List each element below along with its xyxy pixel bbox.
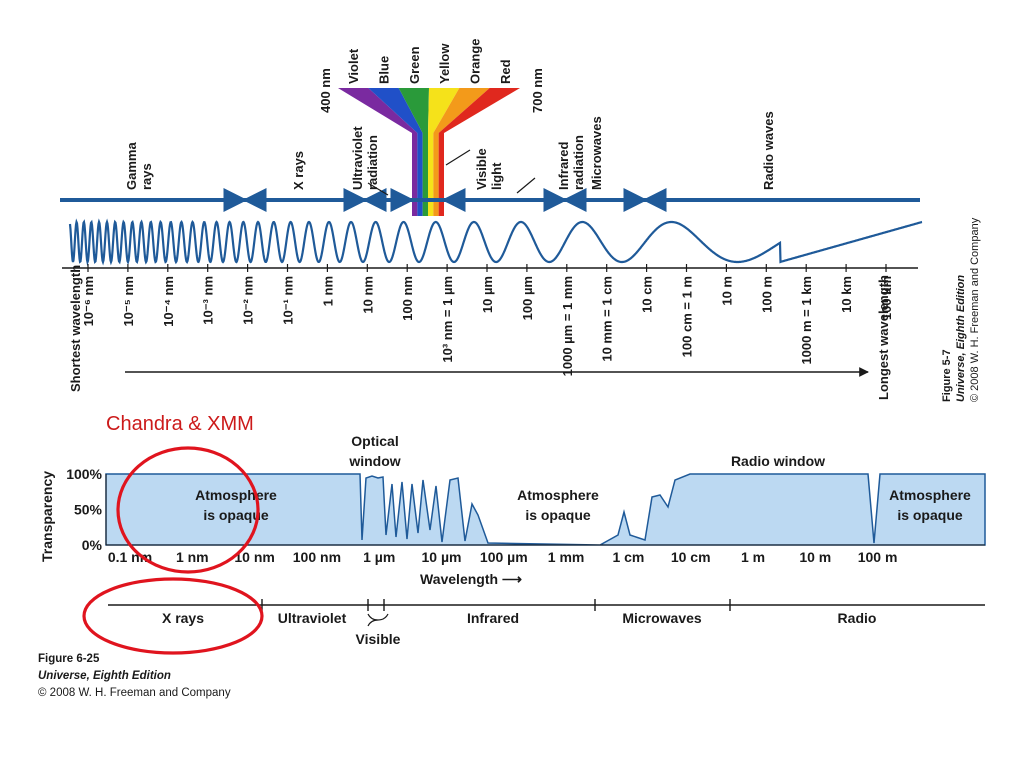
transparency-area <box>105 473 986 546</box>
axis-tick-label-5: 10⁻¹ nm <box>281 276 296 325</box>
axis-tick-label-1: 10⁻⁵ nm <box>121 276 136 327</box>
color-label-blue: Blue <box>377 56 392 84</box>
caption-copyright: © 2008 W. H. Freeman and Company <box>38 687 231 699</box>
xtick-label-10: 1 m <box>741 549 765 565</box>
band-label-4: Infraredradiation <box>556 135 586 190</box>
chandra-xmm-annotation: Chandra & XMM <box>106 413 254 435</box>
xtick-label-2: 10 nm <box>234 549 274 565</box>
band-label-5: Microwaves <box>589 116 604 190</box>
region-label-visible: Visible <box>356 631 401 647</box>
axis-tick-label-14: 10 cm <box>640 276 655 313</box>
axis-tick-label-7: 10 nm <box>360 276 375 314</box>
fig57-line-1: Universe, Eighth Edition <box>955 275 967 402</box>
color-label-green: Green <box>407 46 422 84</box>
fig57-line-0: Figure 5-7 <box>941 349 953 402</box>
longest-label: Longest wavelength <box>876 275 891 400</box>
xtick-label-0: 0.1 nm <box>108 549 152 565</box>
visible-band-red <box>438 88 520 216</box>
xtick-label-6: 100 µm <box>480 549 528 565</box>
fig57-line-2: © 2008 W. H. Freeman and Company <box>969 217 981 402</box>
ytick-label-2: 0% <box>82 537 103 553</box>
visible-spectrum-funnel: Violet Blue Green Yellow Orange Red 400 nm 700 … <box>318 38 545 216</box>
wavelength-direction: Shortest wavelength Longest wavelength <box>68 265 891 400</box>
shortest-label: Shortest wavelength <box>68 265 83 392</box>
xtick-label-1: 1 nm <box>176 549 209 565</box>
ytick-label-1: 50% <box>74 502 103 518</box>
visible-band-violet <box>338 88 418 216</box>
caption-book: Universe, Eighth Edition <box>38 670 171 682</box>
radio-window-label: Radio window <box>731 453 825 469</box>
band-label-6: Radio waves <box>761 111 776 190</box>
axis-tick-label-10: 10 µm <box>480 276 495 313</box>
axis-tick-label-17: 100 m <box>759 276 774 313</box>
visible-band-yellow <box>428 88 460 216</box>
transparency-ylabel: Transparency <box>39 471 55 562</box>
xtick-label-9: 10 cm <box>671 549 711 565</box>
axis-tick-label-18: 1000 m = 1 km <box>799 276 814 365</box>
color-label-violet: Violet <box>346 48 361 84</box>
axis-tick-label-0: 10⁻⁶ nm <box>81 276 96 326</box>
axis-tick-label-20: 100 km <box>879 276 894 320</box>
axis-tick-label-19: 10 km <box>839 276 854 313</box>
xtick-label-11: 10 m <box>799 549 831 565</box>
xtick-label-8: 1 cm <box>612 549 644 565</box>
axis-tick-label-3: 10⁻³ nm <box>201 276 216 325</box>
xtick-label-4: 1 µm <box>363 549 395 565</box>
band-label-1: X rays <box>291 151 306 190</box>
band-labels: Gammarays X rays Ultravioletradiation Visib… <box>124 111 776 196</box>
xtick-label-12: 100 m <box>858 549 898 565</box>
wavelength-xlabel: Wavelength ⟶ <box>420 571 522 587</box>
band-label-0: Gammarays <box>124 142 154 190</box>
wave-curve <box>68 218 923 266</box>
caption-figure: Figure 6-25 <box>38 653 100 665</box>
axis-tick-label-13: 10 mm = 1 cm <box>600 276 615 362</box>
xtick-label-7: 1 mm <box>548 549 585 565</box>
xtick-label-5: 10 µm <box>422 549 462 565</box>
visible-band-orange <box>433 88 490 216</box>
axis-tick-label-2: 10⁻⁴ nm <box>161 276 176 327</box>
visible-start-label: 400 nm <box>318 68 333 113</box>
band-label-2: Ultravioletradiation <box>350 126 380 190</box>
axis-tick-label-16: 10 m <box>719 276 734 306</box>
color-label-red: Red <box>498 59 513 84</box>
region-label-microwaves: Microwaves <box>622 610 702 626</box>
visible-band-green <box>398 88 429 216</box>
axis-tick-label-9: 10³ nm = 1 µm <box>440 276 455 363</box>
axis-tick-label-15: 100 cm = 1 m <box>680 276 695 357</box>
highlight-ellipse-xray-window <box>116 446 260 574</box>
axis-tick-label-6: 1 nm <box>320 276 335 306</box>
axis-tick-label-4: 10⁻² nm <box>241 276 256 325</box>
region-label-infrared: Infrared <box>467 610 519 626</box>
wavelength-axis: 10⁻⁶ nm 10⁻⁵ nm 10⁻⁴ nm 10⁻³ nm 10⁻² nm 10⁻¹ … <box>62 264 918 376</box>
band-label-3: Visiblelight <box>474 148 504 190</box>
visible-band-blue <box>368 88 423 216</box>
region-label-radio: Radio <box>838 610 877 626</box>
color-label-orange: Orange <box>468 38 483 84</box>
axis-tick-label-11: 100 µm <box>520 276 535 320</box>
highlight-ellipse-xray-band <box>82 577 264 655</box>
ytick-label-0: 100% <box>66 466 102 482</box>
axis-tick-label-8: 100 nm <box>400 276 415 321</box>
visible-end-label: 700 nm <box>530 68 545 113</box>
axis-tick-label-12: 1000 µm = 1 mm <box>560 276 575 376</box>
xtick-label-3: 100 nm <box>293 549 341 565</box>
transparency-chart: 100% 50% 0% 0.1 nm 1 nm 10 nm 100 nm 1 µm 10 µm… <box>39 433 986 587</box>
color-label-yellow: Yellow <box>437 43 452 84</box>
region-label-x rays: X rays <box>162 610 204 626</box>
region-label-ultraviolet: Ultraviolet <box>278 610 347 626</box>
